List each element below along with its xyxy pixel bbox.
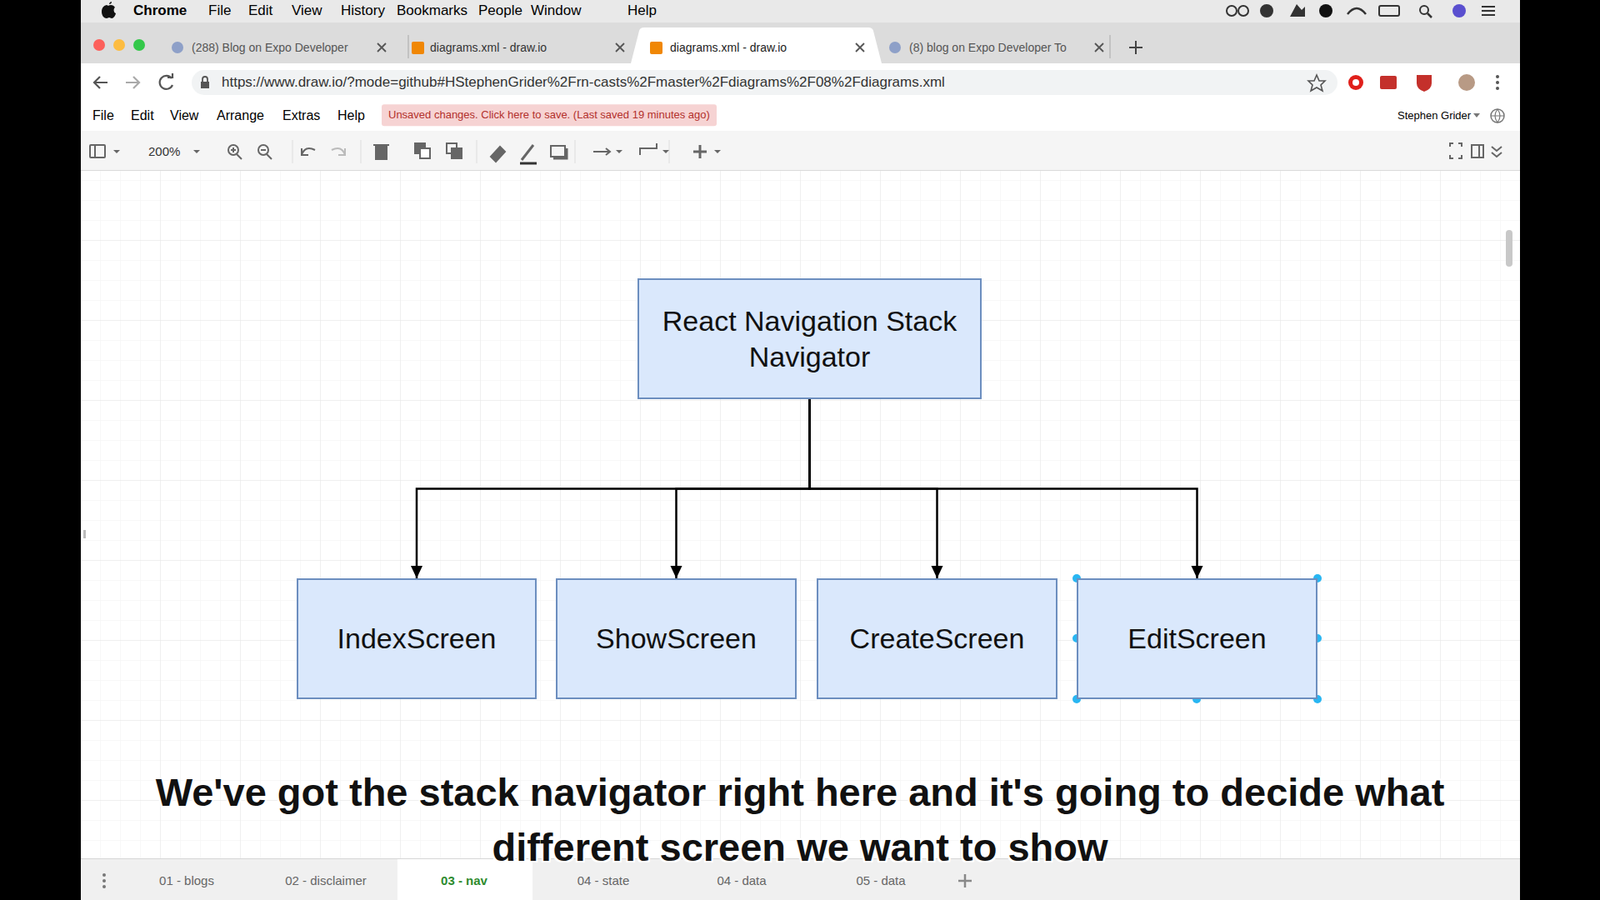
favicon bbox=[411, 41, 425, 55]
new-tab-icon bbox=[1129, 40, 1143, 55]
letterbox bbox=[1520, 0, 1600, 900]
bookmark-star bbox=[1308, 75, 1325, 91]
panel-handle bbox=[83, 530, 86, 539]
screen-box: EditScreen bbox=[1076, 578, 1318, 700]
canvas-grid bbox=[80, 170, 1520, 859]
favicon bbox=[889, 41, 901, 54]
toolbar-row bbox=[80, 63, 1520, 102]
menu-item: View bbox=[291, 2, 323, 20]
tab-title: diagrams.xml - draw.io bbox=[670, 40, 787, 55]
add-page-icon bbox=[958, 874, 972, 888]
extension-icon bbox=[1380, 75, 1397, 90]
save-warning: Unsaved changes. Click here to save. (La… bbox=[381, 104, 717, 126]
close-button bbox=[93, 39, 105, 51]
toolbar-icons bbox=[90, 140, 1502, 164]
selection-handles bbox=[1072, 574, 1322, 704]
connector-arrow bbox=[676, 399, 810, 579]
zoom-button bbox=[133, 39, 145, 51]
language-icon bbox=[1490, 109, 1505, 123]
tab-title: (288) Blog on Expo Developer bbox=[191, 40, 349, 55]
app-toolbar bbox=[80, 130, 1520, 171]
zoom-level: 200% bbox=[148, 144, 180, 160]
tab-title: diagrams.xml - draw.io bbox=[430, 40, 547, 55]
tab-strip bbox=[80, 22, 1520, 64]
page-tab: 03 - nav bbox=[440, 873, 488, 889]
extension-icon bbox=[1416, 75, 1432, 92]
box-label: ShowScreen bbox=[595, 620, 757, 657]
favicon bbox=[171, 41, 184, 54]
box-label: IndexScreen bbox=[337, 620, 497, 657]
nav-buttons bbox=[94, 73, 173, 90]
minimize-button bbox=[113, 39, 125, 51]
extension-icon bbox=[1352, 79, 1360, 86]
page-menu-icon bbox=[102, 873, 106, 889]
screen-box: ShowScreen bbox=[555, 578, 797, 700]
apple-logo bbox=[101, 1, 116, 19]
menu-item: History bbox=[340, 2, 385, 20]
canvas bbox=[80, 170, 1520, 859]
menu-dots bbox=[1495, 75, 1500, 90]
menu-item: Edit bbox=[130, 107, 155, 124]
lock-icon bbox=[202, 76, 208, 82]
app-name: Chrome bbox=[133, 2, 187, 20]
menu-item: File bbox=[208, 2, 231, 20]
user-name: Stephen Grider bbox=[1397, 109, 1471, 123]
connector-arrow bbox=[810, 399, 1198, 579]
box-label: React Navigation Stack Navigator bbox=[650, 303, 969, 375]
menu-item: Extras bbox=[282, 107, 320, 124]
screen-box: CreateScreen bbox=[816, 578, 1058, 700]
box-label: CreateScreen bbox=[850, 620, 1025, 657]
video-subtitle: We've got the stack navigator right here… bbox=[91, 765, 1509, 875]
page-tab: 05 - data bbox=[855, 873, 905, 889]
menu-item: Help bbox=[627, 2, 657, 20]
menu-item: View bbox=[170, 107, 199, 124]
screen-box: IndexScreen bbox=[296, 578, 537, 700]
url-text: https://www.draw.io/?mode=github#HStephe… bbox=[221, 74, 945, 91]
box-label: EditScreen bbox=[1127, 620, 1266, 657]
menu-item: Arrange bbox=[216, 107, 265, 124]
page-tab: 04 - data bbox=[716, 873, 766, 889]
status-icons bbox=[1226, 4, 1495, 18]
navigator-box: React Navigation Stack Navigator bbox=[637, 278, 982, 400]
connector-arrow bbox=[416, 399, 810, 579]
menu-item: Help bbox=[337, 107, 365, 124]
page-tab: 04 - state bbox=[577, 873, 630, 889]
active-tab bbox=[630, 27, 882, 64]
canvas-grid bbox=[80, 170, 1520, 859]
page-tab: 02 - disclaimer bbox=[285, 873, 367, 889]
menu-item: File bbox=[92, 107, 115, 124]
page-tab: 01 - blogs bbox=[159, 873, 215, 889]
favicon bbox=[650, 41, 663, 55]
tab-title: (8) blog on Expo Developer To bbox=[909, 40, 1067, 55]
extension-icon bbox=[1348, 75, 1364, 90]
divider bbox=[80, 170, 1520, 171]
scrollbar bbox=[1505, 230, 1513, 267]
url-field bbox=[191, 70, 1338, 95]
lock-icon bbox=[200, 81, 210, 89]
menu-item: People bbox=[478, 2, 523, 20]
menu-item: Window bbox=[530, 2, 581, 20]
menu-bar bbox=[80, 0, 1520, 23]
menu-item: Bookmarks bbox=[396, 2, 468, 20]
language-icon bbox=[1490, 109, 1505, 123]
dropdown-caret bbox=[1473, 113, 1480, 118]
menu-item: Edit bbox=[248, 2, 273, 20]
app-menu-bar bbox=[80, 101, 1520, 131]
tab-divider bbox=[408, 35, 1110, 59]
profile-avatar bbox=[1458, 74, 1475, 91]
